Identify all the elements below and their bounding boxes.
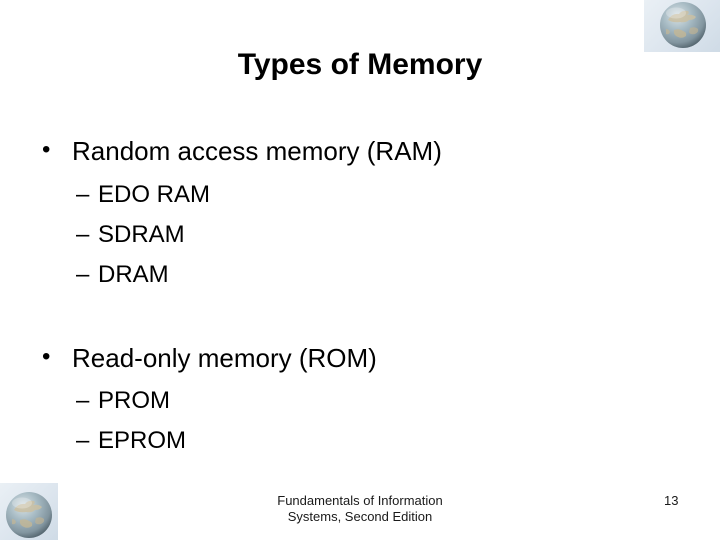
dash-marker-icon: –: [76, 387, 90, 414]
dash-marker-icon: –: [76, 181, 90, 208]
globe-icon: [6, 492, 52, 538]
globe-image-bottom-left: [0, 483, 58, 540]
bullet-item: • Random access memory (RAM): [42, 136, 442, 167]
footer-text: Fundamentals of Information Systems, Sec…: [0, 493, 720, 525]
sub-bullet-label: DRAM: [98, 261, 169, 288]
slide-title: Types of Memory: [237, 48, 483, 81]
bullet-marker-icon: •: [42, 343, 51, 370]
bullet-item-label: Read-only memory (ROM): [72, 343, 377, 373]
sub-bullet-item: –DRAM: [76, 261, 169, 289]
bullet-item-label: Random access memory (RAM): [72, 136, 442, 166]
page-number: 13: [664, 493, 679, 508]
globe-image-top-right: [644, 0, 720, 52]
sub-bullet-item: –PROM: [76, 387, 170, 415]
bullet-marker-icon: •: [42, 136, 51, 163]
sub-bullet-item: –SDRAM: [76, 221, 185, 249]
dash-marker-icon: –: [76, 221, 90, 248]
footer-line-2: Systems, Second Edition: [287, 509, 433, 524]
globe-icon: [660, 2, 706, 48]
sub-bullet-label: EDO RAM: [98, 181, 211, 208]
sub-bullet-item: –EPROM: [76, 427, 186, 455]
dash-marker-icon: –: [76, 261, 90, 288]
sub-bullet-label: EPROM: [98, 427, 187, 454]
footer-line-1: Fundamentals of Information: [277, 493, 443, 508]
sub-bullet-item: –EDO RAM: [76, 181, 210, 209]
dash-marker-icon: –: [76, 427, 90, 454]
sub-bullet-label: SDRAM: [98, 221, 185, 248]
bullet-item: • Read-only memory (ROM): [42, 343, 377, 374]
sub-bullet-label: PROM: [98, 387, 170, 414]
